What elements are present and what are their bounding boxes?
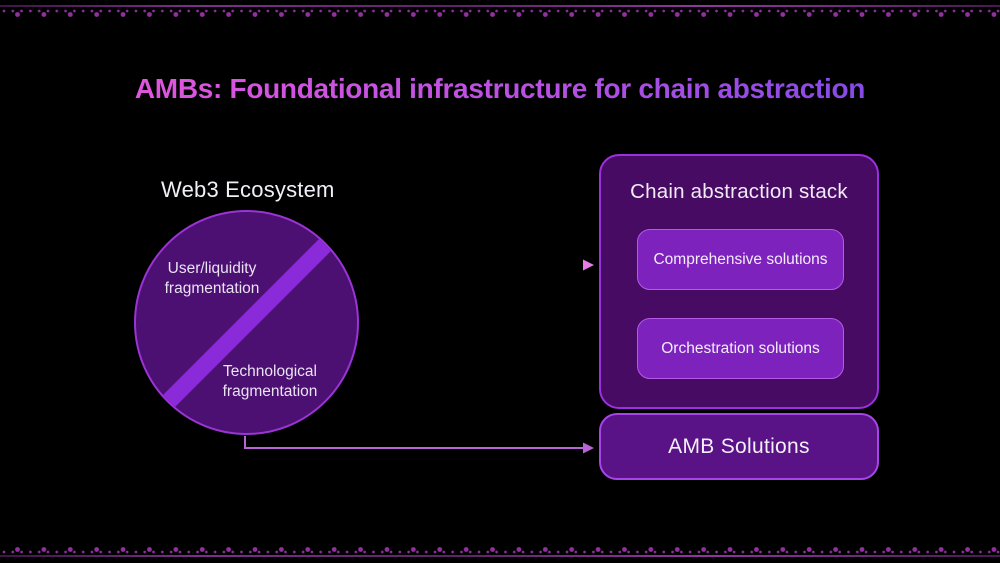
chain-abstraction-stack-heading: Chain abstraction stack [630, 180, 848, 203]
decorative-dots-large [2, 546, 1000, 553]
decorative-line [0, 5, 1000, 7]
decorative-line [0, 555, 1000, 557]
decorative-border-bottom [0, 543, 1000, 563]
arrow-circle-to-amb [244, 436, 594, 454]
user-liquidity-fragmentation-label: User/liquidity fragmentation [164, 260, 260, 297]
comprehensive-solutions-item: Comprehensive solutions [637, 229, 844, 290]
orchestration-solutions-item: Orchestration solutions [637, 318, 844, 379]
arrow-circle-to-stack [355, 259, 594, 271]
decorative-dots-small [2, 550, 1000, 554]
chain-abstraction-stack-box: Chain abstraction stack Comprehensive so… [599, 154, 879, 409]
web3-ecosystem-heading: Web3 Ecosystem [161, 177, 335, 202]
slide-title: AMBs: Foundational infrastructure for ch… [0, 73, 1000, 105]
amb-solutions-box: AMB Solutions [599, 413, 879, 480]
decorative-dots-large [2, 11, 1000, 18]
decorative-border-top [0, 0, 1000, 20]
decorative-dots-small [2, 9, 1000, 13]
web3-ecosystem-circle: User/liquidity fragmentation Technologic… [134, 210, 359, 435]
technological-fragmentation-label: Technological fragmentation [222, 363, 318, 400]
